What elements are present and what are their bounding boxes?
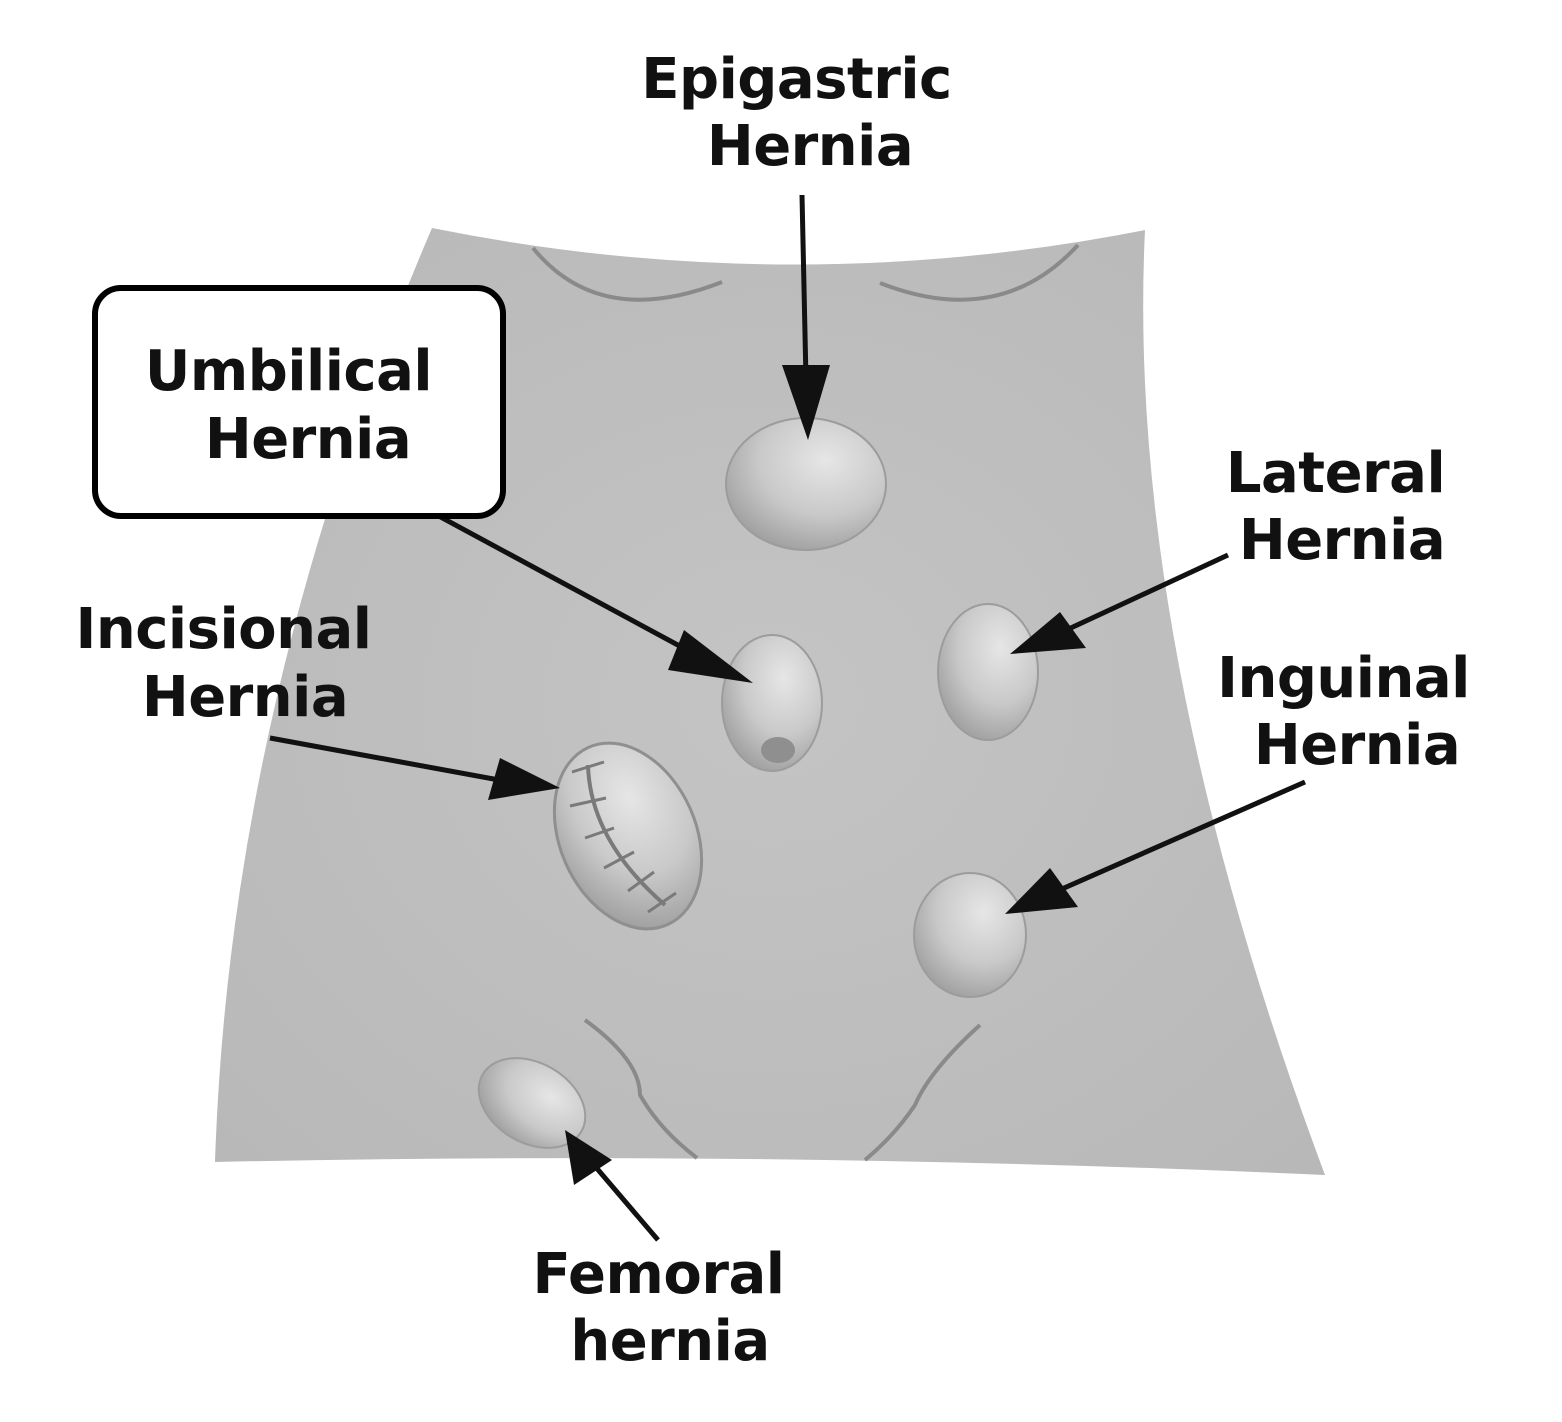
epigastric-arrow [782,194,830,440]
stitches [569,760,677,914]
right-rib-contour [879,243,1080,302]
inguinal-label-line2: Hernia [1254,713,1460,778]
umbilical-bulge [721,634,823,772]
epigastric-bulge [725,417,887,551]
umbilical-label-line2: Hernia [205,407,411,472]
incisional-label-line2: Hernia [142,665,348,730]
incisional-label-line1: Incisional [76,597,372,662]
incisional-label: Incisional Hernia [76,597,391,730]
femoral-label-line1: Femoral [533,1242,785,1307]
epigastric-label-line1: Epigastric [641,47,952,112]
lateral-label-line2: Hernia [1239,508,1445,573]
umbilical-label-line1: Umbilical [145,339,432,404]
incisional-bulge [552,741,704,931]
inguinal-arrow [1005,779,1307,914]
umbilical-label: Umbilical Hernia [145,339,451,472]
umbilicus-dot [761,737,795,763]
femoral-label-line2: hernia [570,1309,769,1374]
lateral-label: Lateral Hernia [1226,441,1464,573]
lateral-label-line1: Lateral [1226,441,1445,506]
incisional-arrow [269,735,560,800]
epigastric-label-line2: Hernia [707,114,913,179]
incision-scar [586,764,667,907]
lateral-bulge [937,603,1039,741]
inguinal-label: Inguinal Hernia [1217,646,1489,778]
femoral-bulge [477,1057,587,1149]
inguinal-bulge [913,872,1027,998]
lateral-arrow [1010,552,1230,654]
inguinal-label-line1: Inguinal [1217,646,1470,711]
right-groin-contour [863,1023,982,1162]
left-rib-contour [531,246,723,302]
femoral-arrow [565,1130,660,1242]
left-groin-contour [583,1018,699,1160]
epigastric-label: Epigastric Hernia [641,47,971,179]
femoral-label: Femoral hernia [533,1242,804,1374]
umbilical-highlight-box [92,285,506,519]
